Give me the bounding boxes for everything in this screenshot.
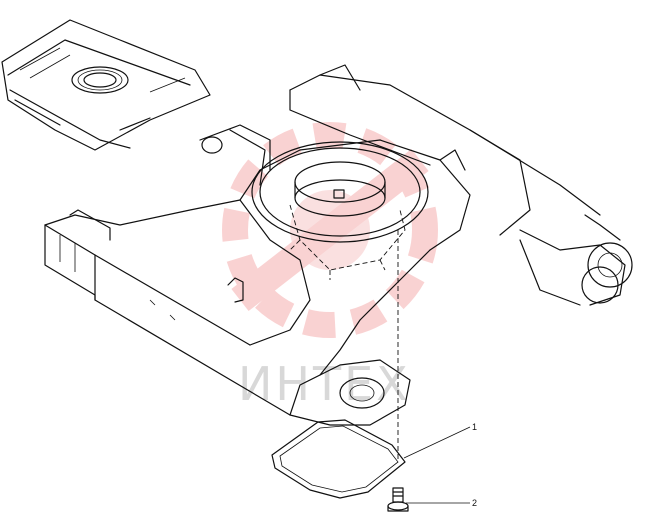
undercarriage-frame (44, 64, 633, 460)
callout-1-label: 1 (472, 422, 477, 432)
callout-2-label: 2 (472, 498, 477, 508)
callout-1-leader (403, 426, 471, 459)
watermark-text: ИНТЕХ (238, 357, 411, 411)
bolt-part (387, 487, 409, 512)
thumbnail-undercarriage (1, 19, 211, 151)
cover-plate-part (271, 419, 406, 499)
